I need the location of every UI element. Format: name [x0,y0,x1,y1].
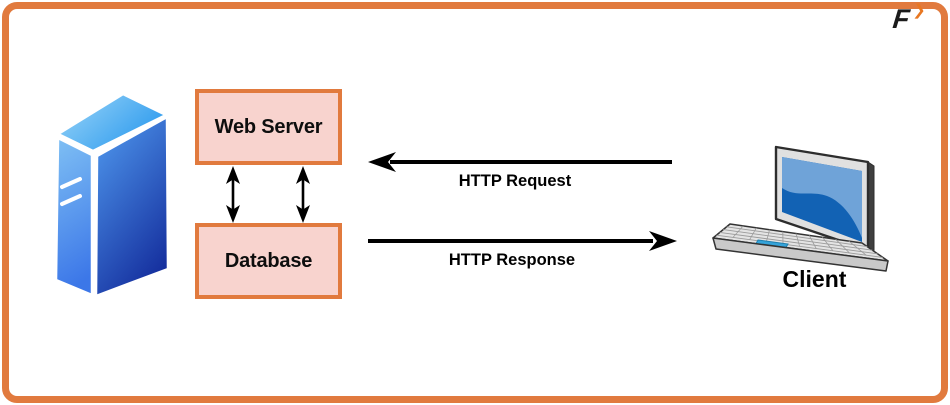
keyboard-column-lines [732,225,867,256]
server-left-face [54,136,94,297]
logo-chevron-icon: ❯ [912,2,927,19]
server-vent-marks [60,177,82,206]
logo-letter: F [891,4,911,34]
database-box: Database [195,223,342,299]
web-server-box: Web Server [195,89,342,165]
http-response-label: HTTP Response [448,251,576,269]
server-top-face [56,92,168,153]
web-server-label: Web Server [214,115,323,138]
laptop-icon [712,145,889,272]
http-request-label: HTTP Request [458,172,572,190]
client-label: Client [782,266,847,292]
server-right-face [94,115,170,298]
server-tower-icon [54,92,170,298]
laptop-front-edge [712,237,889,272]
laptop-display-wave [782,157,862,238]
database-label: Database [224,249,313,272]
logo-f-icon: F ❯ [889,2,931,37]
